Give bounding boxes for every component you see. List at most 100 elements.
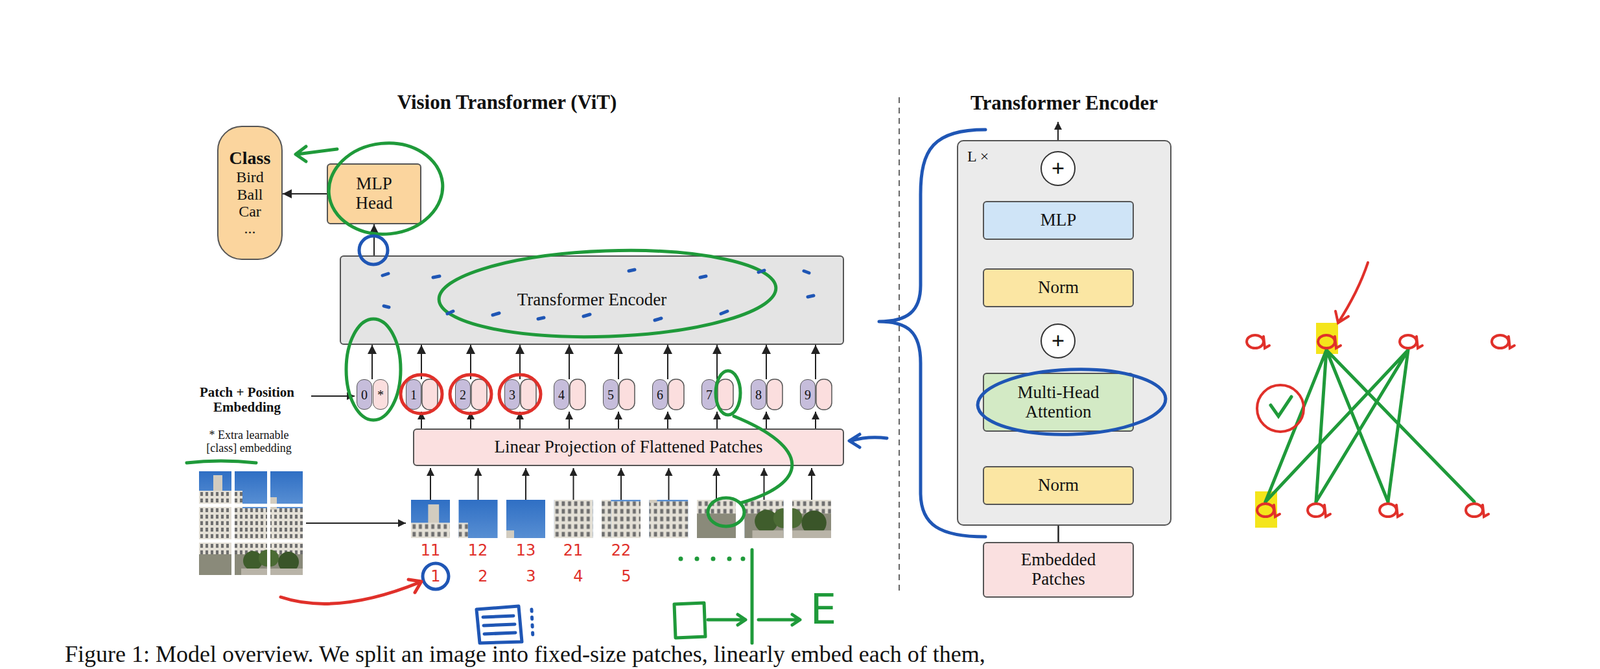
image-grid xyxy=(199,471,303,576)
token-index: 0 xyxy=(361,387,368,402)
box-label: MLP xyxy=(1040,210,1077,231)
connector xyxy=(373,224,375,256)
token-index: 4 xyxy=(558,387,565,402)
flow-arrow xyxy=(716,411,718,429)
pink-token xyxy=(668,379,684,410)
flow-arrow xyxy=(814,411,817,429)
flow-arrow xyxy=(715,468,718,500)
green-dots xyxy=(727,556,732,562)
patch-token: 8 xyxy=(750,379,767,410)
pink-token xyxy=(766,379,783,410)
attention-sketch xyxy=(1482,505,1489,517)
attention-sketch xyxy=(1246,335,1264,349)
connector xyxy=(420,344,423,380)
token-index: 7 xyxy=(705,387,713,402)
flow-arrow xyxy=(763,468,765,500)
embedding-label: Patch + Position Embedding xyxy=(178,385,316,415)
class-token: * xyxy=(372,379,389,410)
hand-number: 21 xyxy=(556,541,590,559)
embedded-patches-box: Embedded Patches xyxy=(982,541,1134,598)
pink-token xyxy=(816,379,832,410)
green-dots xyxy=(741,556,746,562)
red-annotation xyxy=(400,374,443,414)
patch-token: 5 xyxy=(602,379,619,410)
encoder-block: Transformer EncoderL ×+MLPNorm+Multi-Hea… xyxy=(956,140,1172,526)
attention-sketch xyxy=(1379,503,1397,517)
green-annotation xyxy=(758,614,800,625)
flow-arrow xyxy=(765,411,767,429)
blue-annotation xyxy=(482,615,516,635)
attention-sketch xyxy=(1273,505,1280,517)
flow-arrow xyxy=(620,468,622,500)
attention-sketch xyxy=(1246,262,1515,528)
hand-number: 22 xyxy=(604,541,638,559)
hand-number: 12 xyxy=(461,541,495,559)
pink-token xyxy=(422,379,832,410)
hand-number: 2 xyxy=(466,567,500,585)
mlp-head-box: MLP Head xyxy=(326,163,422,225)
attention-sketch xyxy=(1257,385,1304,432)
attention-sketch xyxy=(1270,396,1292,417)
green-dots xyxy=(678,556,746,562)
figure-title: Vision Transformer (ViT) xyxy=(312,91,702,114)
class-note: * Extra learnable [class] embedding xyxy=(197,429,301,456)
attention-sketch xyxy=(1508,336,1515,349)
class-item: Bird xyxy=(235,168,264,186)
patch-token: 0 xyxy=(356,379,373,410)
add-symbol: + xyxy=(1051,329,1066,353)
flow-arrow xyxy=(311,395,355,397)
connector xyxy=(765,344,767,380)
connector xyxy=(814,344,817,380)
attention-sketch xyxy=(1307,503,1325,517)
green-annotation xyxy=(324,137,448,240)
green-annotation xyxy=(707,614,746,625)
connector xyxy=(667,344,669,380)
attention-sketch xyxy=(1265,350,1409,502)
hand-number: 11 xyxy=(414,541,447,559)
image-grid xyxy=(205,477,303,576)
patch-token: 3 xyxy=(504,379,520,410)
box-label: Transformer Encoder xyxy=(517,290,668,310)
connector xyxy=(568,344,570,380)
patch-row xyxy=(428,499,546,615)
attention-sketch xyxy=(1399,335,1417,349)
flow-arrow xyxy=(305,522,406,524)
connector xyxy=(371,344,373,380)
class-item: Ball xyxy=(237,186,264,203)
token-index: 5 xyxy=(607,387,614,402)
attention-sketch xyxy=(1246,262,1515,517)
pink-token xyxy=(569,379,586,410)
green-annotation xyxy=(750,549,754,644)
red-annotation xyxy=(280,374,541,604)
attention-sketch xyxy=(1263,336,1270,349)
attention-sketch xyxy=(1324,505,1331,517)
attention-sketch xyxy=(1335,262,1368,323)
connector xyxy=(470,344,472,380)
add-circle: + xyxy=(1040,323,1076,359)
box-label: Multi-Head Attention xyxy=(1003,383,1114,422)
divider xyxy=(898,97,900,594)
attention-sketch xyxy=(1465,503,1483,517)
attention-box: Multi-Head Attention xyxy=(982,372,1134,432)
red-annotation xyxy=(280,579,422,604)
patch-row xyxy=(571,461,689,577)
pink-token xyxy=(422,379,438,410)
box-label: Linear Projection of Flattened Patches xyxy=(494,437,764,458)
class-item: ... xyxy=(244,219,257,237)
box-label: MLP Head xyxy=(346,174,402,213)
green-annotation xyxy=(674,602,706,638)
connector xyxy=(519,344,521,380)
patch-token: 1 xyxy=(405,379,422,410)
flow-arrow xyxy=(429,468,432,500)
attention-sketch xyxy=(1396,505,1403,517)
green-annotation xyxy=(295,146,338,162)
norm-box: Norm xyxy=(982,466,1134,506)
class-box: ClassBirdBallCar... xyxy=(217,125,283,260)
flow-arrow xyxy=(420,411,423,429)
token-index: 6 xyxy=(656,387,664,402)
flow-arrow xyxy=(573,468,575,500)
flow-arrow xyxy=(617,411,620,429)
green-dots xyxy=(678,556,684,562)
patch-token: 2 xyxy=(455,379,471,410)
attention-sketch xyxy=(1317,335,1335,349)
